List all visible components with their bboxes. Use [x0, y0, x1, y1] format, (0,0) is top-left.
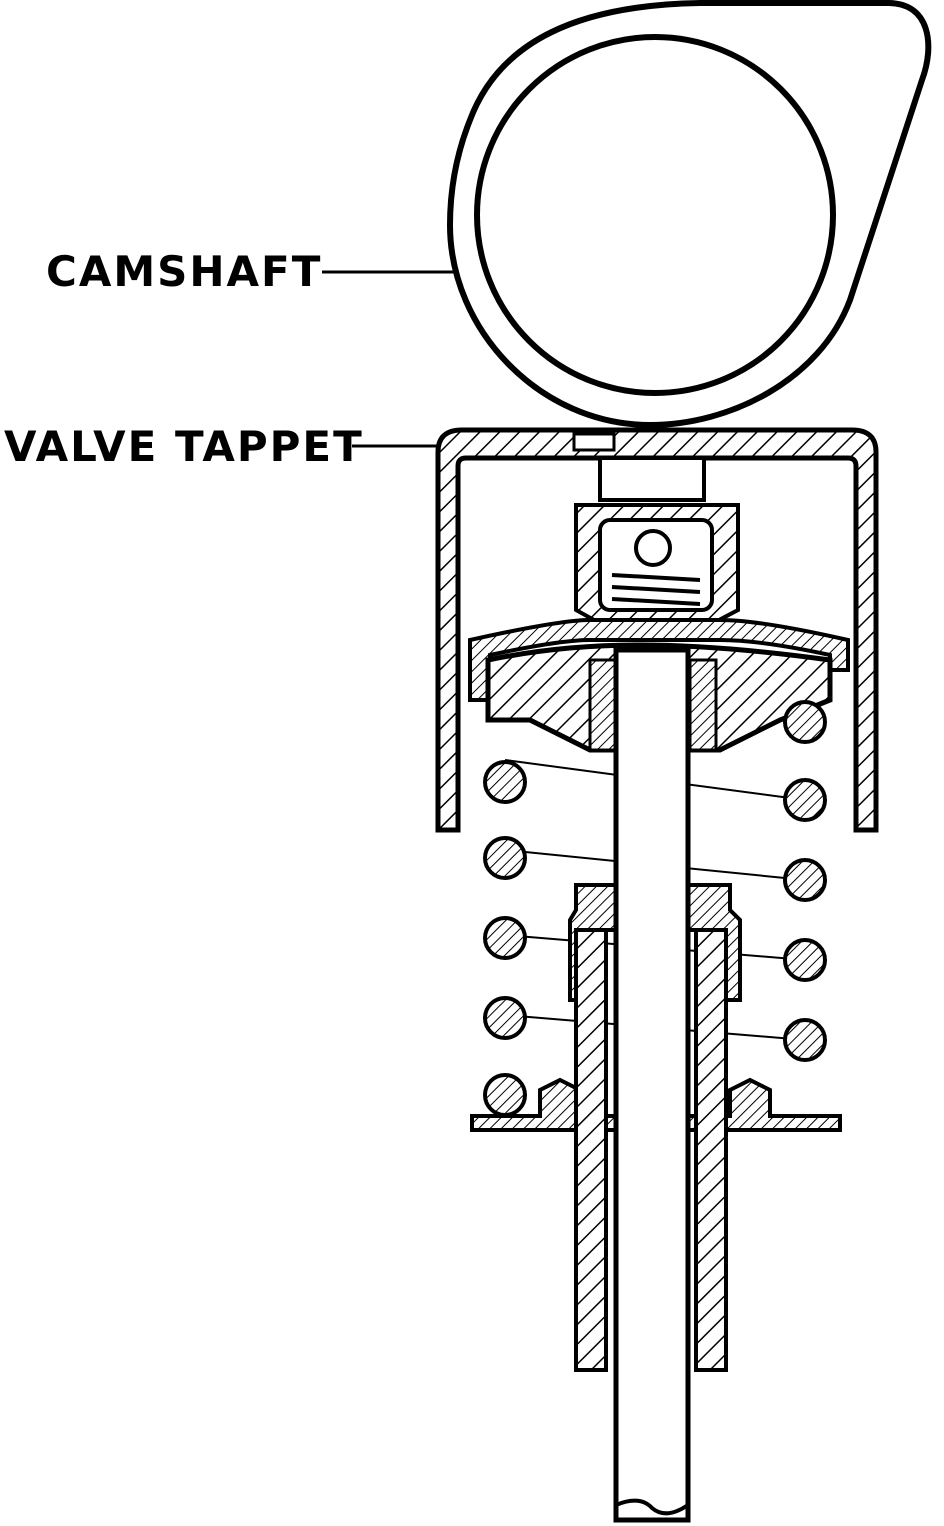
valve-tappet-label: VALVE TAPPET — [4, 422, 364, 471]
valve-stem-break — [615, 1498, 690, 1516]
valve-guide — [574, 928, 728, 1372]
valve-spring — [483, 700, 827, 1117]
retainer-collet-right — [688, 658, 718, 752]
spring-seat — [470, 1077, 842, 1132]
valve-tappet — [435, 427, 879, 833]
valve-guide-right-wall — [694, 928, 728, 1372]
cam-base-circle — [474, 34, 836, 396]
spring-coil-right-3 — [783, 858, 827, 902]
hydraulic-element — [468, 456, 850, 702]
valve-stem-shaft — [613, 647, 691, 1523]
tappet-crown-pad — [572, 432, 616, 452]
camshaft-label: CAMSHAFT — [46, 247, 323, 296]
valve-stem — [613, 647, 691, 1523]
spring-coil-left-5 — [483, 1073, 527, 1117]
spring-coil-left-1 — [483, 760, 527, 804]
spring-coil-left-2 — [483, 836, 527, 880]
spring-coil-right-1 — [783, 700, 827, 744]
tappet-bucket — [435, 427, 879, 833]
valve-guide-left-wall — [574, 928, 608, 1372]
retainer-collet-left — [588, 658, 618, 752]
spring-seat-plate — [470, 1077, 842, 1132]
plunger-stem — [598, 456, 706, 502]
spring-coil-left-4 — [483, 996, 527, 1040]
camshaft — [446, 0, 932, 429]
housing-flange — [468, 618, 850, 702]
spring-coil-right-5 — [783, 1018, 827, 1062]
spring-coil-right-2 — [783, 778, 827, 822]
check-ball — [634, 529, 672, 567]
check-spring — [611, 573, 701, 606]
spring-coil-left-3 — [483, 916, 527, 960]
spring-coil-right-4 — [783, 938, 827, 982]
